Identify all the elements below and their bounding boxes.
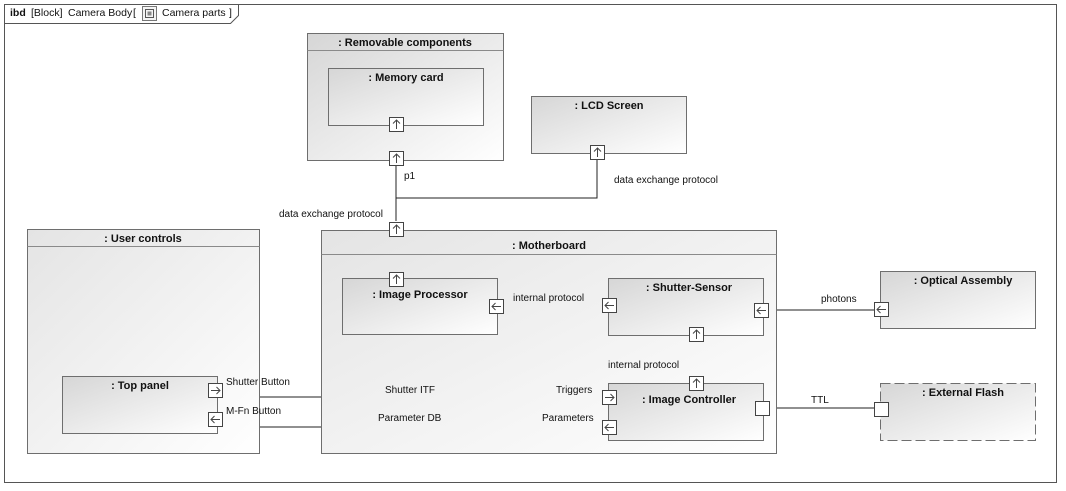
label-ttl: TTL <box>811 395 829 406</box>
port-image-processor-top[interactable] <box>389 272 404 287</box>
port-image-controller-parameters[interactable] <box>602 420 617 435</box>
label-p1: p1 <box>404 171 416 182</box>
frame-diagram-name: Camera parts <box>162 7 226 19</box>
block-title: : Motherboard <box>512 240 586 252</box>
diagram-frame: ibd [Block] Camera Body [ Camera parts ] <box>4 4 1057 483</box>
block-title: : Top panel <box>111 380 169 392</box>
block-title: : Image Processor <box>372 289 468 301</box>
label-triggers: Triggers <box>556 385 592 396</box>
port-image-controller-ttl[interactable] <box>755 401 770 416</box>
port-lcd[interactable] <box>590 145 605 160</box>
block-title: : LCD Screen <box>574 100 643 112</box>
port-image-processor-right[interactable] <box>489 299 504 314</box>
block-image-controller[interactable]: : Image Controller <box>608 383 764 441</box>
port-top-panel-shutter-button[interactable] <box>208 383 223 398</box>
port-shutter-sensor-left[interactable] <box>602 298 617 313</box>
label-photons: photons <box>821 294 857 305</box>
frame-bracket-close: ] <box>229 7 232 19</box>
label-internal-protocol-1: internal protocol <box>513 293 584 304</box>
connector-labels: p1 data exchange protocol data exchange … <box>226 171 857 424</box>
block-title: : User controls <box>104 233 182 245</box>
block-title: : Optical Assembly <box>914 275 1014 287</box>
port-motherboard-top[interactable] <box>389 222 404 237</box>
label-mfn-button: M-Fn Button <box>226 406 281 417</box>
connector-lcd-to-bus <box>396 159 598 199</box>
ports <box>208 117 889 435</box>
block-memory-card[interactable]: : Memory card <box>328 68 484 126</box>
port-optical-assembly[interactable] <box>874 302 889 317</box>
frame-block-name: Camera Body <box>68 7 133 19</box>
block-lcd-screen[interactable]: : LCD Screen <box>531 96 687 154</box>
port-shutter-sensor-bottom[interactable] <box>689 327 704 342</box>
frame-kind: ibd <box>10 7 26 19</box>
block-title: : Image Controller <box>642 394 737 406</box>
port-top-panel-mfn-button[interactable] <box>208 412 223 427</box>
port-image-controller-triggers[interactable] <box>602 390 617 405</box>
block-title: : Removable components <box>338 37 472 49</box>
port-removable-p1[interactable] <box>389 151 404 166</box>
label-shutter-itf: Shutter ITF <box>385 385 435 396</box>
label-parameter-db: Parameter DB <box>378 413 442 424</box>
diagram-icon <box>142 6 157 21</box>
label-data-exchange-motherboard: data exchange protocol <box>279 209 383 220</box>
block-top-panel[interactable]: : Top panel <box>62 376 218 434</box>
label-shutter-button: Shutter Button <box>226 377 290 388</box>
block-shutter-sensor[interactable]: : Shutter-Sensor <box>608 278 764 336</box>
block-image-processor[interactable]: : Image Processor <box>342 278 498 335</box>
label-data-exchange-lcd: data exchange protocol <box>614 175 718 186</box>
label-internal-protocol-2: internal protocol <box>608 360 679 371</box>
block-title: : External Flash <box>922 387 1004 399</box>
port-memory-card[interactable] <box>389 117 404 132</box>
label-parameters: Parameters <box>542 413 594 424</box>
block-external-flash[interactable]: : External Flash <box>880 383 1036 441</box>
port-external-flash[interactable] <box>874 402 889 417</box>
block-optical-assembly[interactable]: : Optical Assembly <box>880 271 1036 329</box>
port-image-controller-top[interactable] <box>689 376 704 391</box>
frame-stereotype: [Block] <box>31 7 63 19</box>
port-shutter-sensor-right[interactable] <box>754 303 769 318</box>
frame-bracket-open: [ <box>133 7 136 19</box>
block-title: : Shutter-Sensor <box>646 282 733 294</box>
block-title: : Memory card <box>368 72 443 84</box>
